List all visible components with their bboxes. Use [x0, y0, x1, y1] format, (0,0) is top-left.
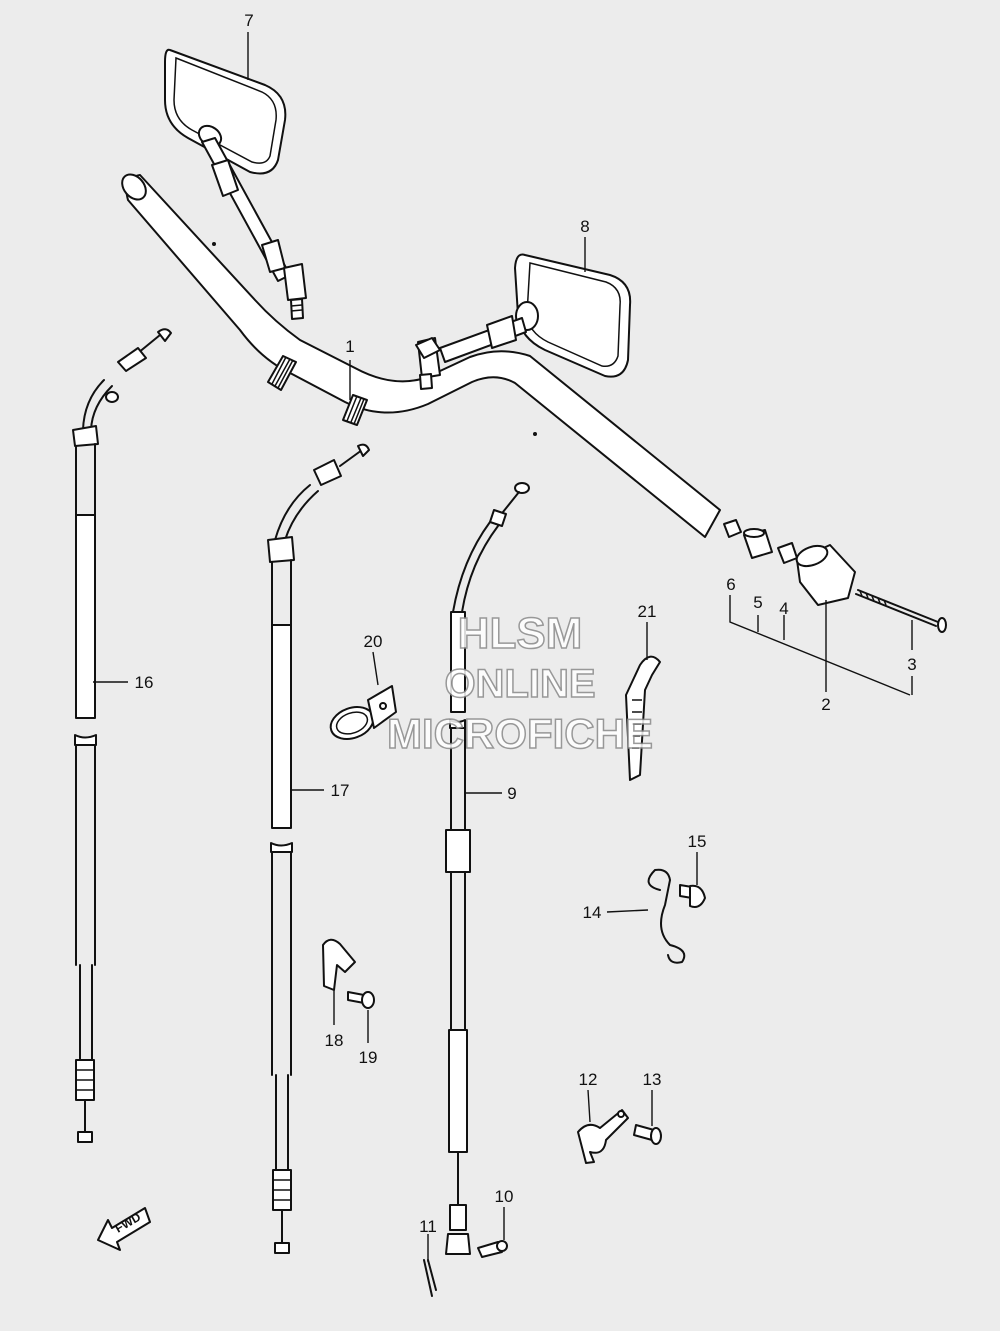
watermark-line3: MICROFICHE — [387, 710, 653, 757]
bolt-19[interactable] — [347, 991, 375, 1009]
callout-17: 17 — [331, 781, 350, 800]
bolt-3[interactable] — [855, 589, 947, 633]
balancer-weight-2[interactable] — [794, 542, 856, 606]
nut-4[interactable] — [777, 542, 798, 564]
clamp-12[interactable] — [577, 1109, 629, 1164]
callout-7: 7 — [244, 11, 253, 30]
callout-15: 15 — [688, 832, 707, 851]
knurl-band-right — [342, 394, 368, 426]
watermark-line2: ONLINE — [444, 662, 595, 706]
callout-21: 21 — [638, 602, 657, 621]
watermark-line1: HLSM — [458, 609, 583, 658]
callout-4: 4 — [779, 599, 788, 618]
collar-5[interactable] — [743, 528, 773, 559]
pin-10[interactable] — [477, 1240, 508, 1258]
holder-20[interactable] — [326, 685, 397, 745]
callout-2: 2 — [821, 695, 830, 714]
spacer-6[interactable] — [723, 519, 742, 538]
callout-10: 10 — [495, 1187, 514, 1206]
mirror-right[interactable] — [415, 253, 632, 390]
watermark: HLSM ONLINE MICROFICHE — [386, 608, 654, 758]
mirror-left[interactable] — [164, 48, 307, 320]
callout-13: 13 — [643, 1070, 662, 1089]
callout-12: 12 — [579, 1070, 598, 1089]
callout-20: 20 — [364, 632, 383, 651]
callout-11: 11 — [419, 1217, 437, 1236]
throttle-cable-17[interactable] — [267, 443, 370, 1254]
throttle-cable-16[interactable] — [72, 328, 172, 1143]
bolt-15[interactable] — [679, 884, 706, 908]
clamp-18[interactable] — [322, 938, 356, 991]
knurl-band-left — [267, 355, 297, 391]
leader-lines — [93, 32, 913, 1262]
cable-tie-21[interactable] — [625, 655, 661, 781]
cotter-pin-11[interactable] — [423, 1259, 437, 1297]
callout-8: 8 — [580, 217, 589, 236]
clutch-cable-9[interactable] — [445, 482, 530, 1255]
callout-5: 5 — [753, 593, 762, 612]
clip-14[interactable] — [647, 868, 686, 964]
bolt-13[interactable] — [633, 1124, 662, 1145]
handlebar[interactable] — [117, 170, 721, 538]
callout-16: 16 — [135, 673, 154, 692]
callout-18: 18 — [325, 1031, 344, 1050]
callout-6: 6 — [726, 575, 735, 594]
fwd-arrow: FWD — [97, 1207, 151, 1251]
callout-1: 1 — [345, 337, 354, 356]
callout-19: 19 — [359, 1048, 378, 1067]
callout-3: 3 — [907, 655, 916, 674]
callout-9: 9 — [507, 784, 516, 803]
callouts: 7 8 1 6 5 4 3 2 21 20 16 17 9 15 14 18 1… — [135, 11, 917, 1236]
callout-14: 14 — [583, 903, 602, 922]
